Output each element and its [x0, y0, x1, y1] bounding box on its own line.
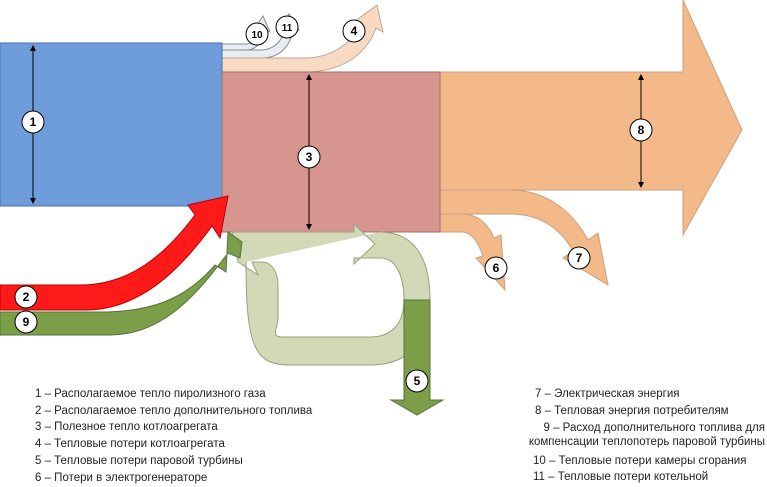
marker-6: 6 [484, 256, 508, 280]
marker-9: 9 [14, 310, 38, 334]
svg-text:5: 5 [414, 374, 421, 388]
marker-4: 4 [342, 19, 366, 43]
legend-item-9: 9 – Расход дополнительного топлива для к… [528, 422, 765, 448]
flow-5-loop [231, 222, 431, 366]
legend-item-11: 11 – Тепловые потери котельной [533, 471, 709, 483]
svg-text:9: 9 [23, 315, 30, 329]
flow-4-loss [221, 4, 384, 73]
marker-7: 7 [567, 246, 591, 270]
marker-11: 11 [275, 15, 299, 39]
svg-text:8: 8 [638, 123, 645, 137]
box-3-useful-heat [221, 71, 441, 233]
svg-text:2: 2 [23, 290, 30, 304]
flow-7-arrow [439, 189, 609, 287]
marker-10: 10 [245, 22, 269, 46]
flow-5-arrow [389, 299, 445, 416]
marker-3: 3 [297, 145, 321, 169]
svg-text:7: 7 [576, 251, 583, 265]
svg-text:3: 3 [306, 150, 313, 164]
marker-1: 1 [21, 110, 45, 134]
legend-item-4: 4 – Тепловые потери котлоагрегата [35, 438, 225, 450]
legend-item-8: 8 – Тепловая энергия потребителям [535, 405, 729, 417]
legend-item-10: 10 – Тепловые потери камеры сгорания [533, 455, 747, 467]
legend-item-3: 3 – Полезное тепло котлоагрегата [35, 421, 218, 433]
svg-text:1: 1 [30, 115, 37, 129]
legend-item-5: 5 – Тепловые потери паровой турбины [35, 455, 243, 467]
svg-text:10: 10 [251, 30, 263, 41]
marker-2: 2 [14, 285, 38, 309]
legend-item-1: 1 – Располагаемое тепло пиролизного газа [35, 388, 266, 400]
legend-item-7: 7 – Электрическая энергия [535, 388, 680, 400]
svg-text:6: 6 [493, 261, 500, 275]
svg-text:11: 11 [282, 23, 293, 34]
marker-8: 8 [629, 118, 653, 142]
legend-item-2: 2 – Располагаемое тепло дополнительного … [35, 405, 313, 417]
legend-item-6: 6 – Потери в электрогенераторе [35, 472, 208, 484]
svg-text:4: 4 [351, 24, 358, 38]
marker-5: 5 [405, 369, 429, 393]
